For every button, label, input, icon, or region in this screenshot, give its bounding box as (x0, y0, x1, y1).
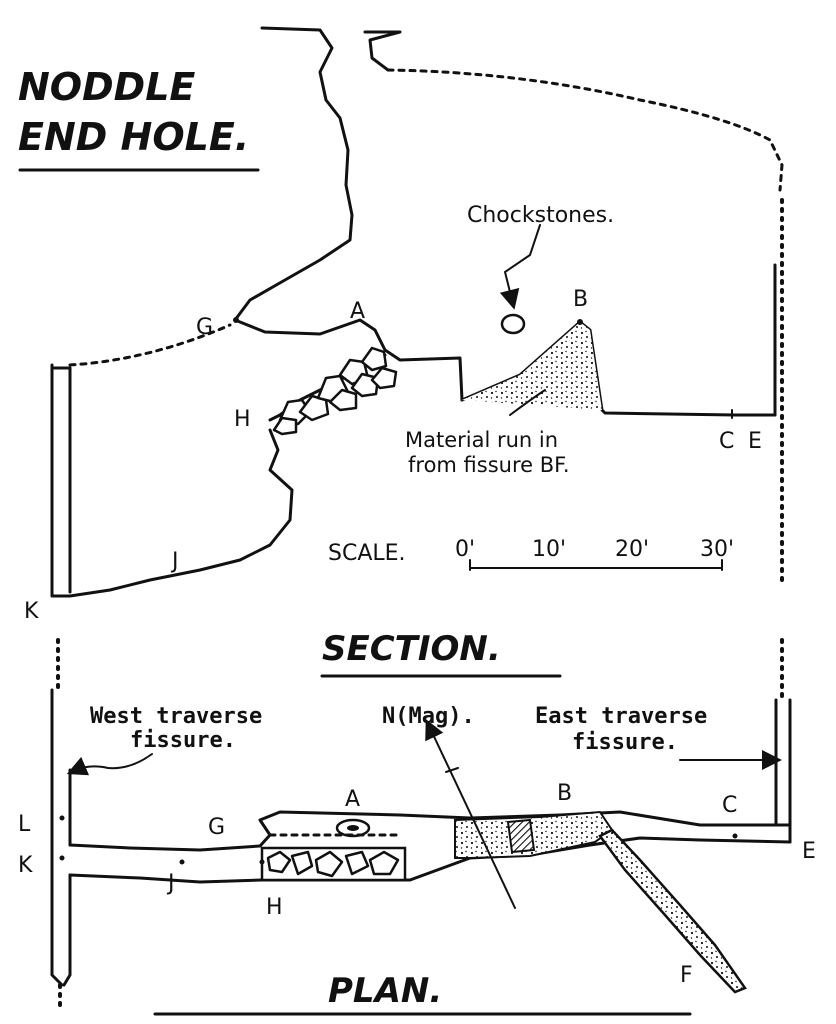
plan-hatched-block (506, 818, 536, 854)
scale-bar: SCALE. 0' 10' 20' 30' (328, 537, 734, 571)
passage-north-wall (68, 810, 778, 852)
plan-point-h-mark (259, 859, 265, 865)
chockstone-icon (500, 313, 526, 335)
north-label: N(Mag). (382, 704, 475, 729)
shaft-right-wall (363, 30, 402, 72)
scale-tick-10: 10' (532, 537, 566, 562)
west-fissure-walls (50, 688, 72, 987)
roof-g-to-a (233, 318, 464, 402)
west-traverse-label-2: fissure. (130, 728, 236, 753)
plan-label-c: C (722, 793, 737, 818)
west-traverse-arrow (66, 753, 153, 776)
plan-label-l: L (18, 812, 31, 837)
section-label-k: K (24, 599, 39, 624)
plan-view: West traverse fissure. N(Mag). East trav… (18, 638, 816, 1007)
plan-label-h: H (266, 895, 283, 920)
east-traverse-label-1: East traverse (535, 704, 707, 729)
plan-heading-block: PLAN. (153, 971, 692, 1016)
title-line-2: END HOLE. (18, 115, 249, 159)
shaft-left-wall (233, 26, 354, 322)
plan-label-b: B (557, 781, 572, 806)
section-heading: SECTION. (322, 629, 501, 669)
west-wall (50, 363, 72, 597)
chockstone-pile (272, 346, 398, 436)
point-g-mark (233, 317, 239, 323)
scale-label: SCALE. (328, 541, 406, 566)
north-arrow-tick (445, 767, 459, 773)
scale-tick-30: 30' (700, 537, 734, 562)
material-label-1: Material run in (405, 428, 558, 452)
east-fissure-walls (774, 698, 792, 844)
material-leader (509, 389, 546, 416)
north-arrow-line (425, 718, 516, 909)
scale-tick-0: 0' (455, 537, 475, 562)
plan-label-j: J (166, 871, 175, 896)
section-label-c: C (719, 429, 734, 454)
passage-south-wall (68, 836, 792, 884)
plan-label-f: F (680, 963, 693, 988)
fissure-bf (598, 828, 747, 994)
west-roof-dashed (68, 323, 232, 367)
chockstone-leader (499, 224, 541, 310)
east-traverse-label-2: fissure. (572, 730, 678, 755)
section-label-a: A (350, 299, 365, 324)
plan-rubble-stones (266, 850, 400, 878)
section-label-g: G (196, 315, 213, 340)
plan-heading: PLAN. (328, 971, 442, 1011)
point-b-mark (577, 319, 583, 325)
plan-material-fill (454, 810, 614, 859)
section-label-j: J (170, 549, 179, 574)
plan-point-k-mark (59, 855, 65, 861)
section-label-h: H (234, 407, 251, 432)
dashed-roof (386, 68, 784, 192)
chockstones-label: Chockstones. (467, 203, 614, 228)
plan-chockstone-core (347, 825, 359, 831)
section-heading-block: SECTION. (320, 629, 562, 678)
plan-label-k: K (18, 853, 33, 878)
plan-point-l-mark (59, 815, 65, 821)
section-label-e: E (748, 429, 762, 454)
plan-label-g: G (208, 815, 225, 840)
plan-point-c-mark (732, 833, 738, 839)
material-label-2: from fissure BF. (408, 453, 570, 477)
plan-label-a: A (345, 787, 360, 812)
floor-h-to-k (50, 428, 294, 598)
west-traverse-label-1: West traverse (90, 704, 262, 729)
material-fill (462, 322, 602, 410)
plan-label-e: E (802, 839, 816, 864)
title-block: NODDLE END HOLE. (18, 65, 260, 172)
scale-tick-20: 20' (615, 537, 649, 562)
section-view: Chockstones. Material run in from fissur… (24, 26, 784, 624)
plan-point-j-mark (179, 859, 185, 865)
title-line-1: NODDLE (18, 65, 195, 109)
section-label-b: B (573, 287, 588, 312)
